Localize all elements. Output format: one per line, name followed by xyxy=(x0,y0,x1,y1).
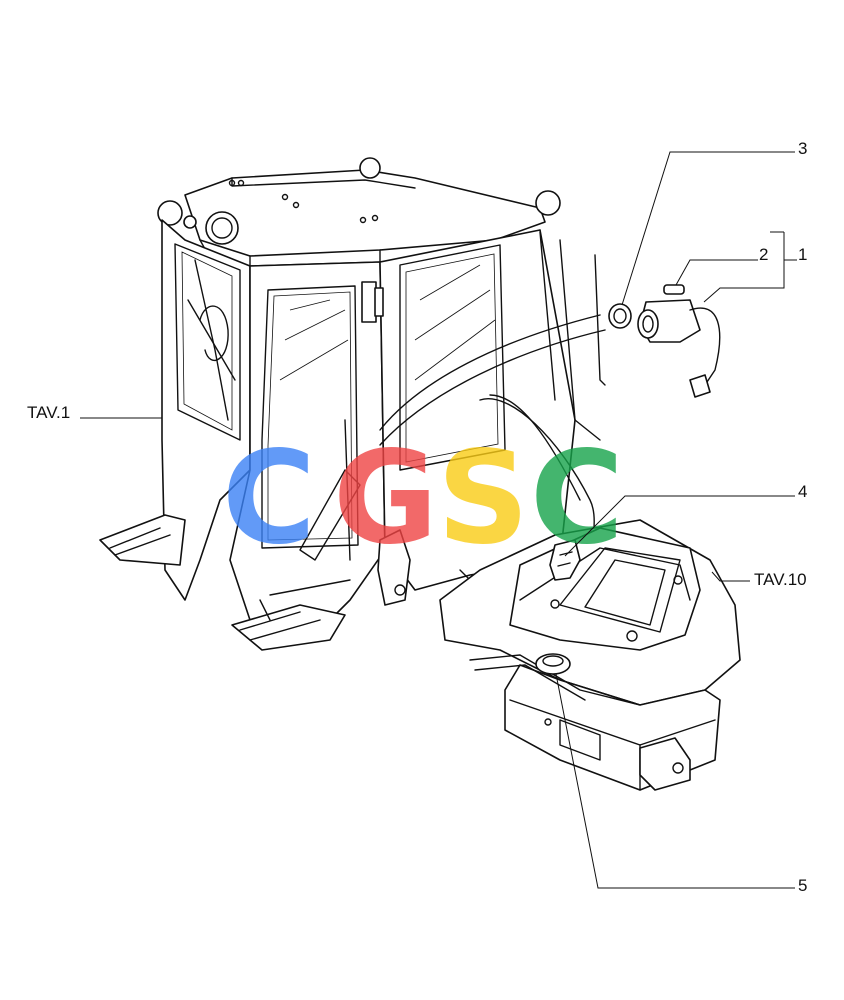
callout-1: 1 xyxy=(798,245,807,264)
work-light-left xyxy=(157,200,239,245)
callout-5: 5 xyxy=(798,876,807,895)
callout-2: 2 xyxy=(759,245,768,264)
part-3-knob xyxy=(608,303,632,329)
switch-assembly xyxy=(608,284,721,398)
cab-assembly xyxy=(99,157,606,651)
callout-labels: 3 2 1 4 TAV.10 5 TAV.1 xyxy=(27,139,807,895)
watermark-letter-1: C xyxy=(222,424,316,573)
callout-tav-10: TAV.10 xyxy=(754,570,807,589)
hood-assembly xyxy=(439,519,741,791)
callout-4: 4 xyxy=(798,482,807,501)
work-light-right xyxy=(359,157,561,216)
part-1-switch xyxy=(637,299,721,398)
part-5-fuel-cap xyxy=(535,653,571,675)
cgsc-watermark: C G S C xyxy=(222,424,624,573)
watermark-letter-4: C xyxy=(530,424,624,573)
part-2-bulb xyxy=(663,284,685,295)
leader-lines xyxy=(80,151,797,889)
callout-3: 3 xyxy=(798,139,807,158)
watermark-letter-3: S xyxy=(437,424,529,573)
callout-tav-1: TAV.1 xyxy=(27,403,70,422)
watermark-letter-2: G xyxy=(333,424,438,573)
part-4-latch xyxy=(549,539,581,581)
